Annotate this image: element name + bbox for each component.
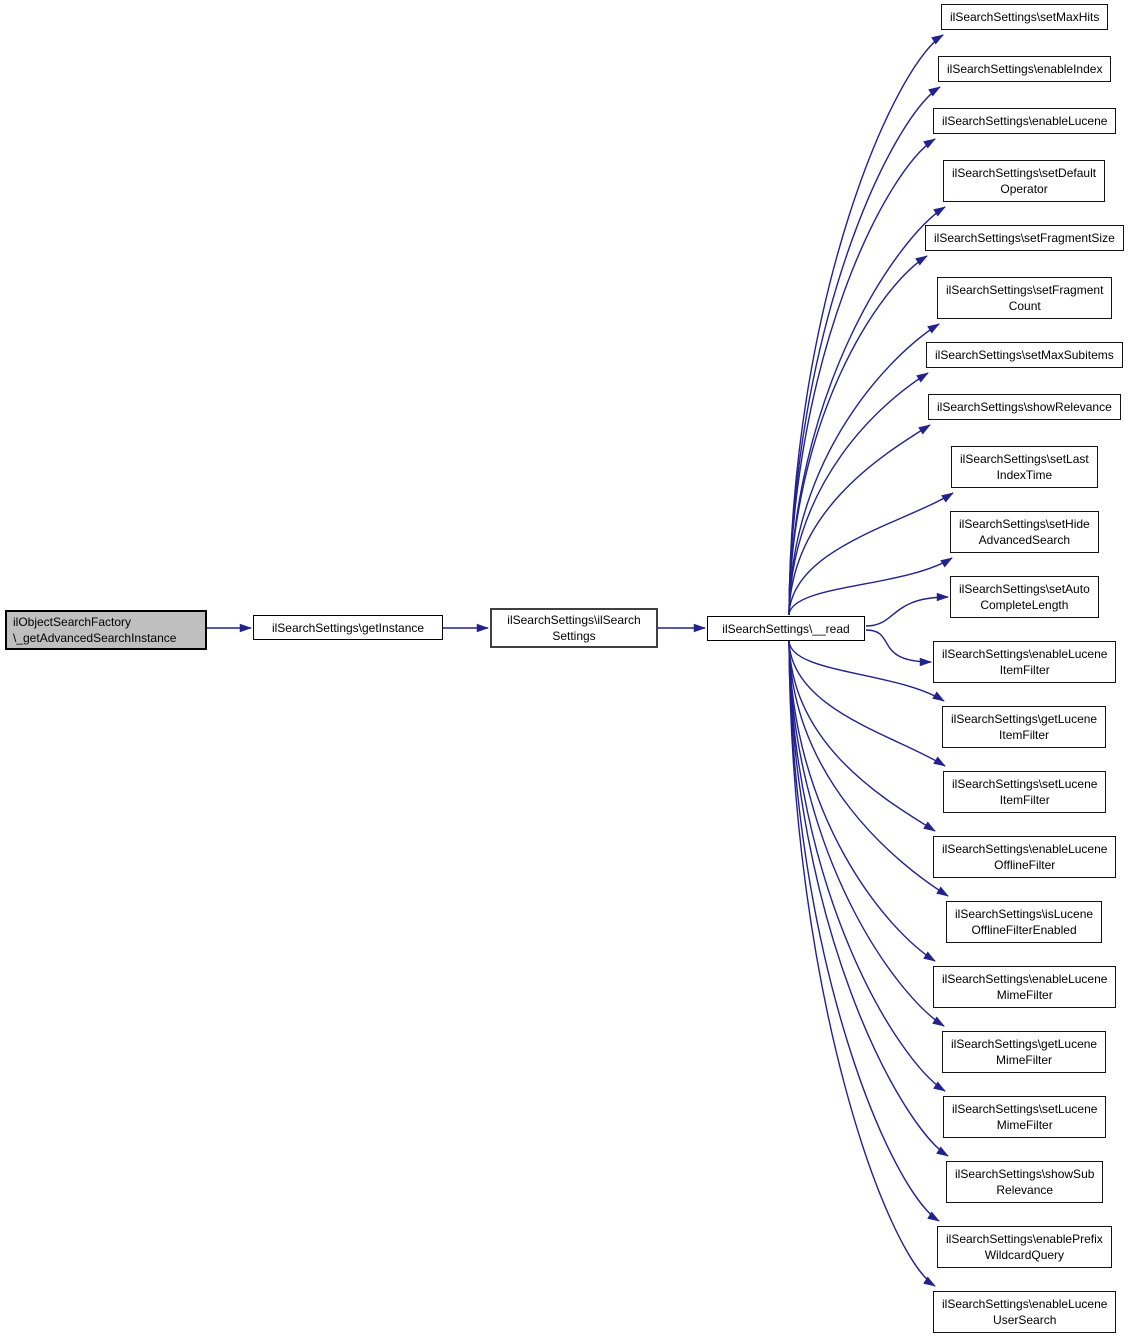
node-label-line: ilSearchSettings\setLucene <box>952 1102 1098 1116</box>
call-edge-enableluceneusersearch <box>788 640 936 1287</box>
node-label-line: MimeFilter <box>996 1053 1053 1067</box>
call-edge-enableluceneofflinefilter <box>788 640 936 832</box>
call-edge-setmaxsubitems <box>788 372 929 616</box>
node-label-line: UserSearch <box>993 1313 1057 1327</box>
call-edge-setfragmentsize <box>788 255 928 616</box>
call-edge-setlucenemimefilter <box>788 640 946 1092</box>
call-edge-enableindex <box>788 86 941 616</box>
call-edge-setfragmentcount <box>788 323 940 616</box>
call-edge-setluceneitemfilter <box>788 640 946 767</box>
node-setfragmentsize[interactable]: ilSearchSettings\setFragmentSize <box>925 225 1124 251</box>
node-setmaxsubitems[interactable]: ilSearchSettings\setMaxSubitems <box>926 342 1123 368</box>
node-label-line: ilSearchSettings\enableLucene <box>942 114 1108 128</box>
node-label-line: ilSearchSettings\setMaxSubitems <box>935 348 1114 362</box>
node-label-line: ilSearchSettings\enableIndex <box>947 62 1103 76</box>
node-label-line: ilSearchSettings\isLucene <box>955 907 1094 921</box>
node-label-line: \_getAdvancedSearchInstance <box>13 631 177 645</box>
node-label-line: WildcardQuery <box>984 1248 1065 1262</box>
node-setmaxhits[interactable]: ilSearchSettings\setMaxHits <box>941 4 1109 30</box>
call-edge-isluceneofflinefilterenabled <box>788 640 949 897</box>
node-label-line: ilSearchSettings\setMaxHits <box>950 10 1100 24</box>
call-edge-setdefaultoperator <box>788 206 946 616</box>
node-label-line: ilSearchSettings\getLucene <box>951 1037 1098 1051</box>
call-edge-enablelucene <box>788 138 936 616</box>
call-edge-showrelevance <box>788 424 931 616</box>
call-edge-setautocompletelength <box>865 592 949 627</box>
node-label-line: ilSearchSettings\enableLucene <box>942 842 1108 856</box>
call-edge-enablelucenemimefilter <box>788 640 936 962</box>
node-label-line: CompleteLength <box>980 598 1069 612</box>
node-getinstance[interactable]: ilSearchSettings\getInstance <box>253 615 443 640</box>
node-label-line: ilSearchSettings\ilSearch <box>507 613 641 627</box>
node-label-line: ilSearchSettings\showRelevance <box>937 400 1112 414</box>
node-label-line: Count <box>1008 299 1041 313</box>
node-showrelevance[interactable]: ilSearchSettings\showRelevance <box>928 394 1121 420</box>
node-label-line: OfflineFilter <box>994 858 1056 872</box>
call-edge-setmaxhits <box>788 34 944 616</box>
call-edge-showsubrelevance <box>788 640 949 1157</box>
node-enableindex[interactable]: ilSearchSettings\enableIndex <box>938 56 1112 82</box>
node-label-line: ilSearchSettings\showSub <box>955 1167 1095 1181</box>
node-label-line: ItemFilter <box>999 728 1050 742</box>
node-label-line: ilSearchSettings\setFragmentSize <box>934 231 1115 245</box>
node-enablelucene[interactable]: ilSearchSettings\enableLucene <box>933 108 1117 134</box>
node-label-line: ilSearchSettings\setLast <box>960 452 1089 466</box>
node-label-line: ilSearchSettings\enableLucene <box>942 1297 1108 1311</box>
node-label-line: Operator <box>1000 182 1048 196</box>
node-label-line: ilSearchSettings\setFragment <box>946 283 1104 297</box>
node-label-line: OfflineFilterEnabled <box>971 923 1077 937</box>
call-edge-enableluceneitemfilter <box>865 629 932 667</box>
node-label-line: ilSearchSettings\setLucene <box>952 777 1098 791</box>
call-edge-getluceneitemfilter <box>788 640 945 702</box>
node-label-line: AdvancedSearch <box>978 533 1071 547</box>
node-label-line: Settings <box>552 629 596 643</box>
call-edge-sethideadvancedsearch <box>788 557 953 616</box>
node-label-line: Relevance <box>996 1183 1054 1197</box>
call-edge-setlastindextime <box>788 492 954 616</box>
node-label-line: ItemFilter <box>999 793 1050 807</box>
node-label-line: ilSearchSettings\getInstance <box>271 621 425 635</box>
node-label-line: ilSearchSettings\enableLucene <box>942 972 1108 986</box>
call-edge-getlucenemimefilter <box>788 640 945 1027</box>
node-label-line: IndexTime <box>996 468 1053 482</box>
node-label-line: MimeFilter <box>996 988 1053 1002</box>
node-getadvancedsearchinstance[interactable]: ilObjectSearchFactory \_getAdvancedSearch… <box>5 610 207 650</box>
node-label-line: ilSearchSettings\enableLucene <box>942 647 1108 661</box>
node-label-line: ilSearchSettings\__read <box>722 622 850 636</box>
node-label-line: MimeFilter <box>996 1118 1053 1132</box>
node-label-line: ilSearchSettings\setHide <box>959 517 1090 531</box>
node-read[interactable]: ilSearchSettings\__read <box>707 616 865 641</box>
node-label-line: ilSearchSettings\setAuto <box>959 582 1090 596</box>
node-label-line: ilSearchSettings\setDefault <box>952 166 1097 180</box>
node-label-line: ilSearchSettings\enablePrefix <box>946 1232 1103 1246</box>
node-label-line: ItemFilter <box>999 663 1050 677</box>
call-edge-enableprefixwildcardquery <box>788 640 940 1222</box>
node-label-line: ilSearchSettings\getLucene <box>951 712 1098 726</box>
node-label-line: ilObjectSearchFactory <box>13 615 132 629</box>
